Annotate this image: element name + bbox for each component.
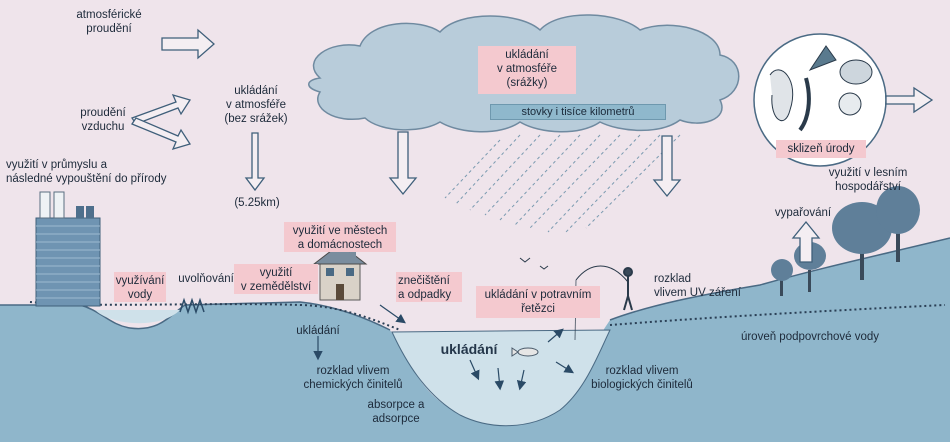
ground — [0, 238, 950, 442]
label-box-harvest — [776, 140, 866, 158]
label-chem-decay: rozklad vlivem chemických činitelů — [303, 365, 403, 391]
fish-icon — [511, 347, 539, 357]
label-deposit-ground: ukládání — [296, 325, 340, 337]
label-box-pollution — [396, 272, 462, 302]
label-water-use: využívání vody — [115, 275, 165, 301]
label-box-water-use — [114, 272, 166, 302]
label-box-food-chain — [476, 286, 600, 318]
label-groundwater: úroveň podpovrchové vody — [740, 331, 880, 343]
pond — [95, 310, 180, 324]
harvest-circle — [753, 33, 887, 167]
label-atm-deposit-wet: ukládání v atmosféře (srážky) — [496, 49, 558, 89]
lake — [391, 329, 611, 427]
groundwater-line — [29, 301, 946, 331]
label-bio-decay: rozklad vlivem biologických činitelů — [591, 365, 693, 391]
bird-icon — [519, 257, 549, 270]
label-evaporation: vypařování — [774, 207, 832, 219]
release-zigzag-icon — [179, 297, 205, 315]
label-food-chain: ukládání v potravním řetězci — [484, 289, 592, 315]
label-forestry: využití v lesním hospodářství — [828, 167, 908, 193]
house — [312, 243, 368, 301]
rain-streaks — [444, 134, 681, 233]
label-industry: využití v průmyslu a následné vypouštění… — [6, 159, 167, 185]
label-uv-decay: rozklad vlivem UV záření — [654, 273, 741, 299]
label-absorption: absorpce a adsorpce — [367, 399, 425, 425]
label-atm-deposit-dry: ukládání v atmosféře (bez srážek) — [224, 85, 288, 125]
label-box-agri-use — [234, 264, 318, 294]
label-air-flow: proudění vzduchu — [80, 107, 126, 133]
label-lake-deposit: ukládání — [440, 341, 498, 357]
label-pollution: znečištění a odpadky — [398, 275, 452, 301]
label-city-use: využití ve městech a domácnostech — [292, 225, 388, 251]
range-bar: stovky i tisíce kilometrů — [490, 104, 666, 120]
label-distance: (5.25km) — [234, 197, 280, 209]
label-agri-use: využití v zemědělství — [240, 267, 312, 293]
label-box-atm-wet — [478, 46, 576, 94]
factory — [35, 191, 101, 307]
trees — [771, 186, 920, 296]
label-harvest: sklizeň úrody — [787, 143, 855, 155]
label-box-city-use — [284, 222, 396, 252]
label-atmospheric-flow: atmosférické proudění — [76, 9, 142, 35]
label-release: uvolňování — [178, 273, 234, 285]
arrows — [131, 28, 934, 263]
